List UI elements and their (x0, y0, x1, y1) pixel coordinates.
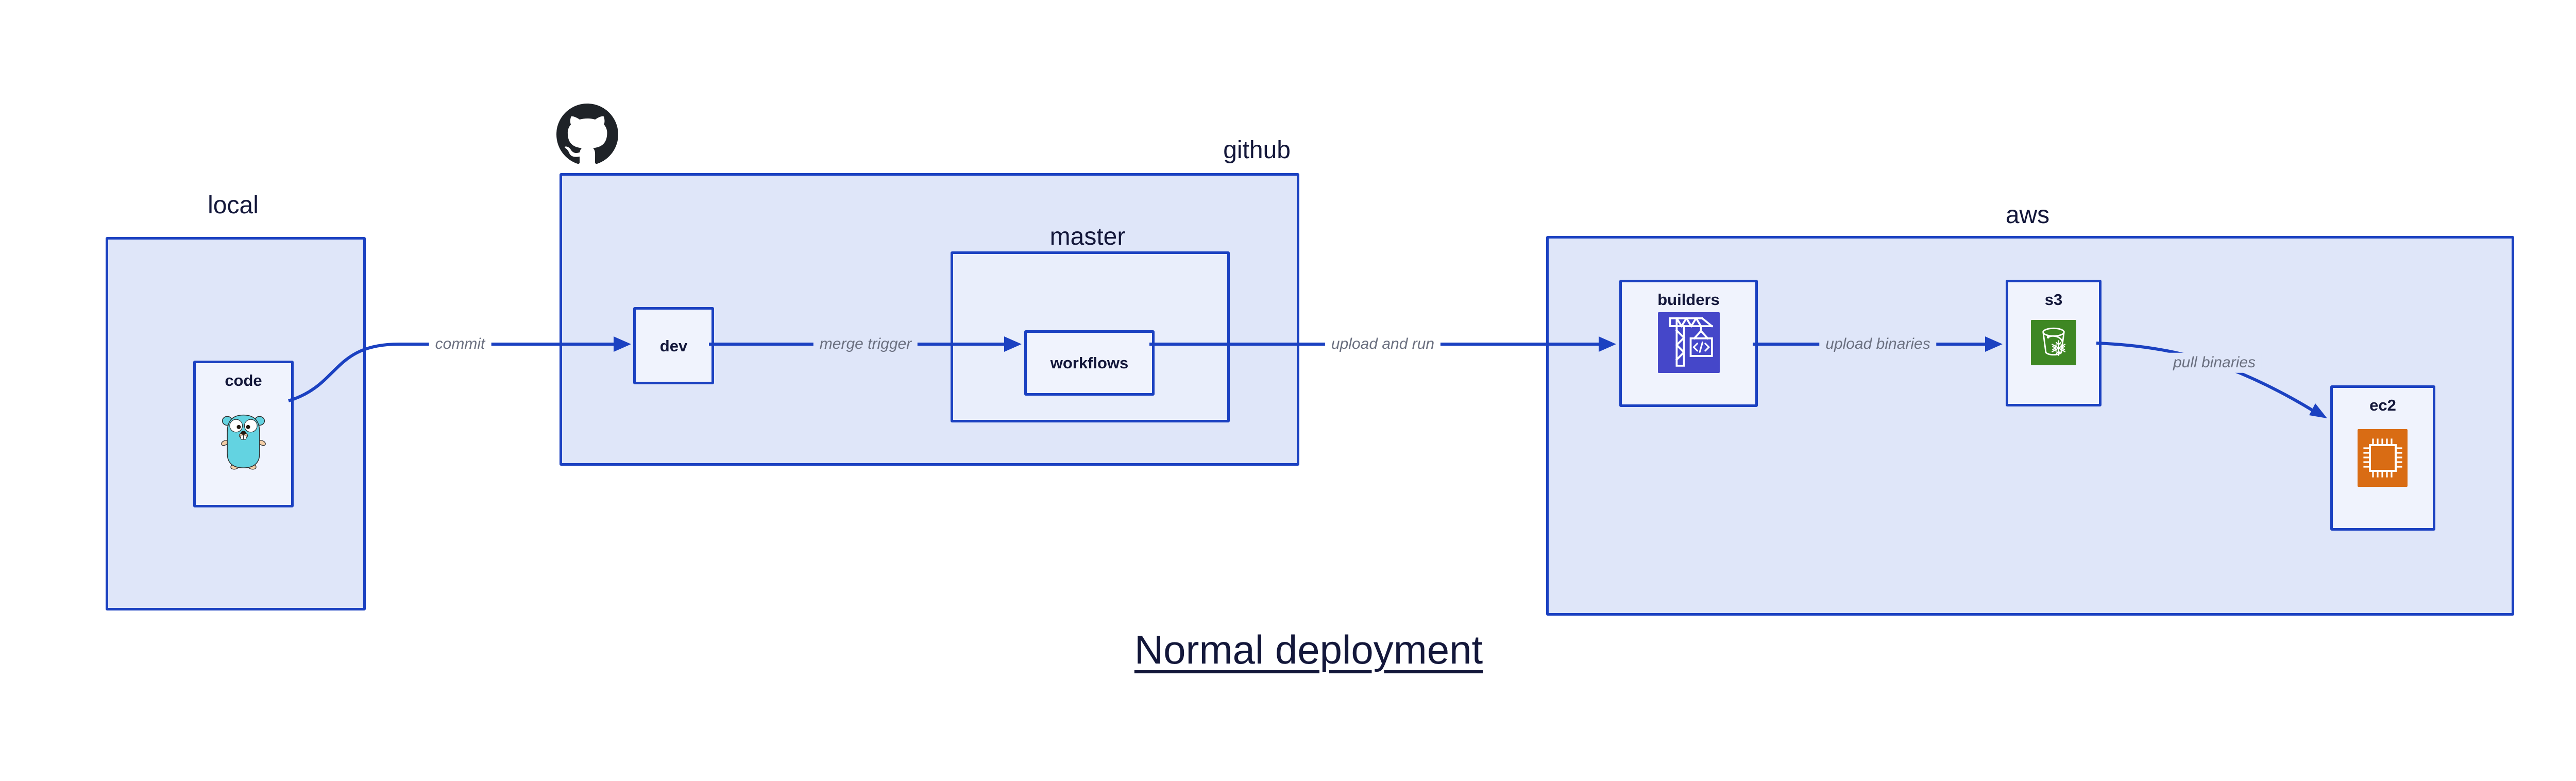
local-group-label: local (208, 192, 259, 219)
ec2-node: ec2 (2330, 385, 2435, 531)
diagram-title: Normal deployment (1134, 627, 1483, 672)
ec2-node-label: ec2 (2369, 396, 2396, 414)
workflows-node: workflows (1024, 330, 1155, 396)
builders-node-label: builders (1657, 291, 1720, 309)
s3-node-label: s3 (2044, 291, 2063, 309)
dev-branch-node: dev (633, 307, 714, 384)
go-gopher-icon (219, 411, 268, 470)
github-octocat-icon (556, 103, 618, 166)
edge-label-upload-and-run: upload and run (1325, 334, 1441, 354)
s3-node: s3 (2006, 280, 2102, 406)
workflows-node-label: workflows (1050, 354, 1129, 372)
master-branch-label: master (1049, 223, 1126, 250)
code-node: code (193, 361, 294, 507)
code-node-label: code (225, 371, 262, 389)
s3-bucket-icon (2031, 320, 2076, 365)
builders-node: builders (1619, 280, 1758, 407)
edge-label-upload-binaries: upload binaries (1819, 334, 1937, 354)
github-group-label: github (1223, 137, 1291, 164)
dev-node-label: dev (659, 336, 688, 355)
edge-label-pull-binaries: pull binaries (2166, 352, 2262, 373)
edge-label-merge-trigger: merge trigger (813, 334, 918, 354)
aws-group-label: aws (2005, 201, 2050, 229)
ec2-chip-icon (2358, 429, 2408, 487)
edge-label-commit: commit (429, 334, 492, 354)
codebuild-crane-icon (1658, 312, 1720, 373)
